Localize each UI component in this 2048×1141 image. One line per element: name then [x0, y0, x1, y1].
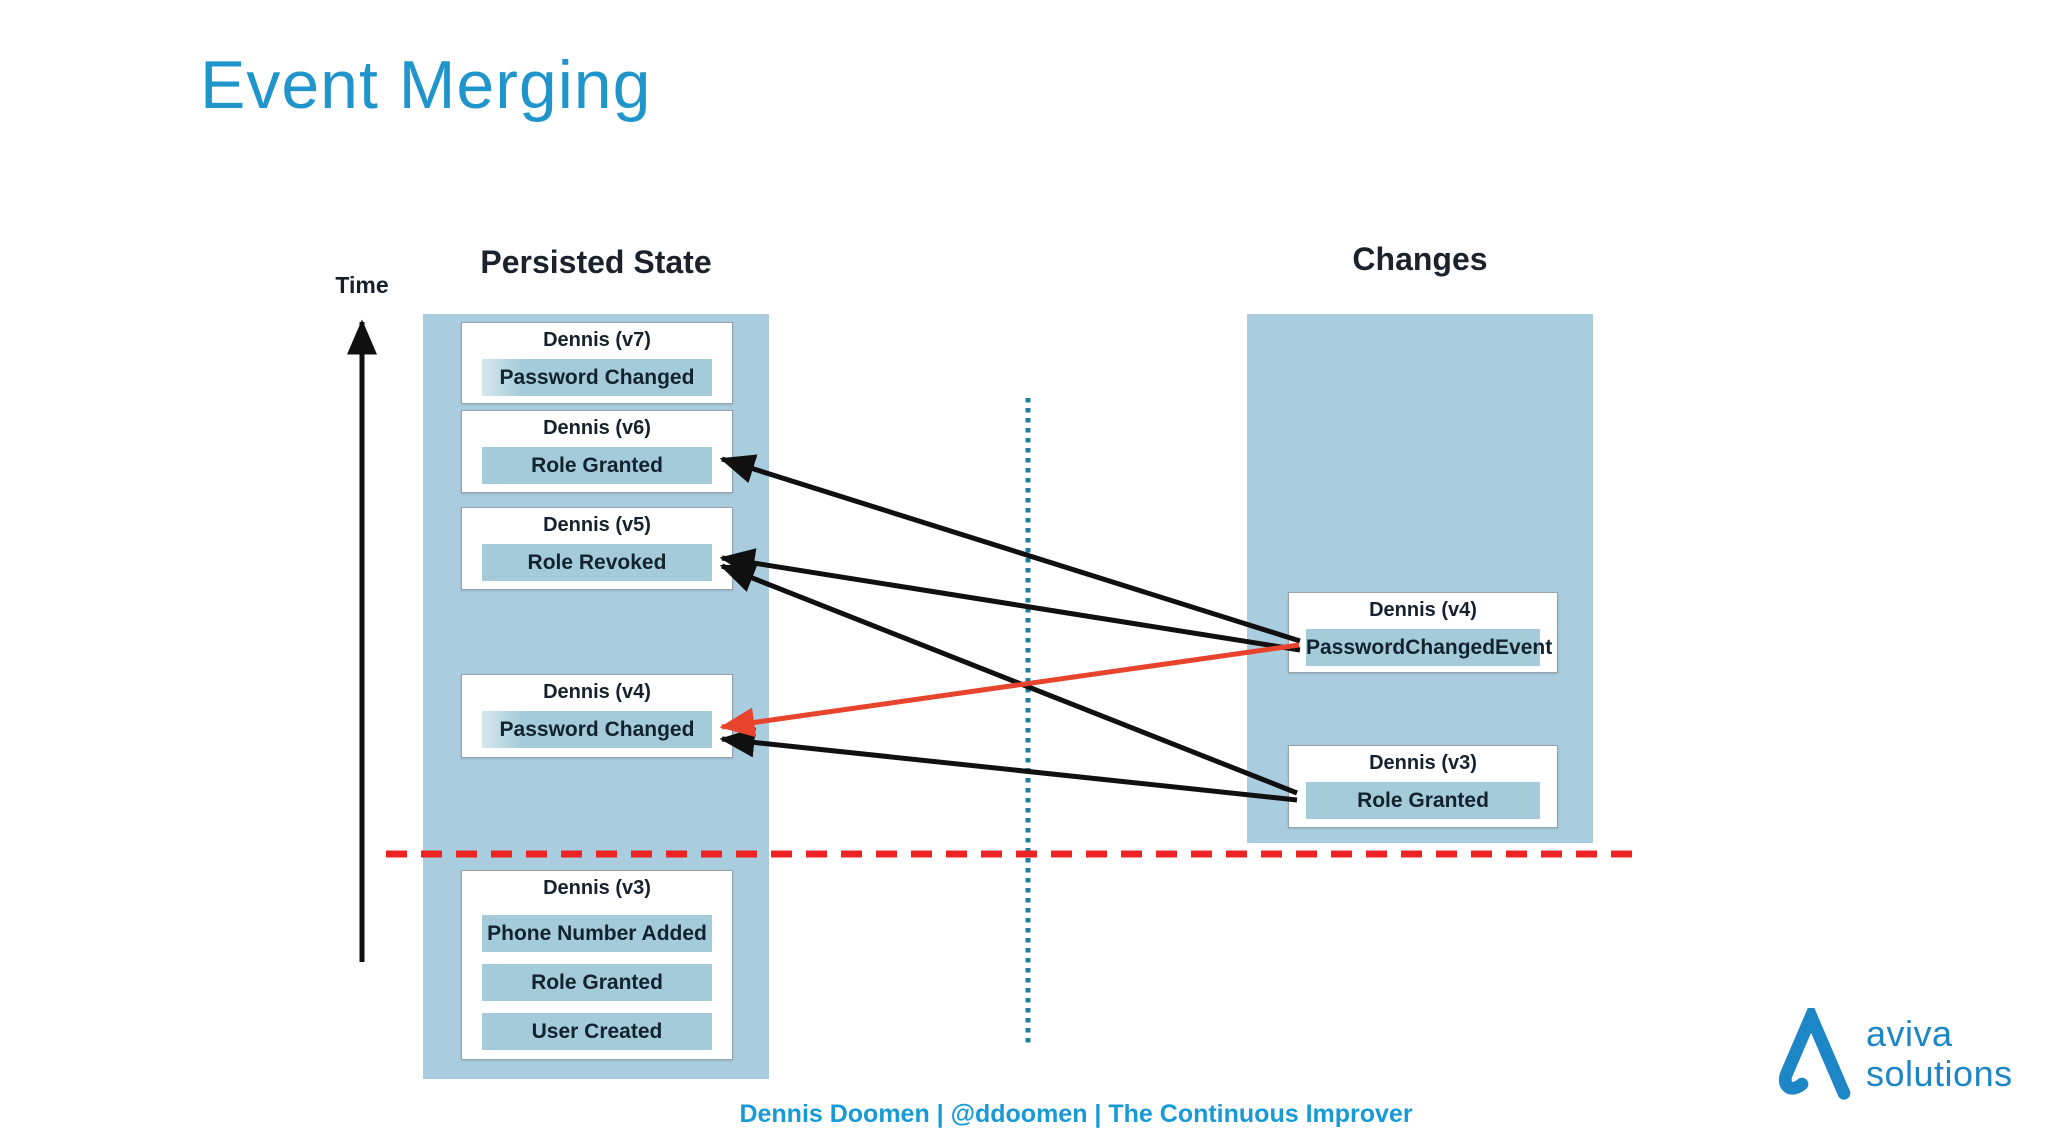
event-role-granted: Role Granted	[482, 964, 712, 1001]
event-password-changed: Password Changed	[482, 359, 712, 396]
persisted-state-column: Dennis (v7) Password Changed Dennis (v6)…	[423, 314, 769, 1079]
event-password-changed: Password Changed	[482, 711, 712, 748]
changes-card-dennis-v4: Dennis (v4) PasswordChangedEvent	[1288, 592, 1558, 673]
persisted-card-dennis-v4: Dennis (v4) Password Changed	[461, 674, 733, 758]
persisted-card-dennis-v7: Dennis (v7) Password Changed	[461, 322, 733, 404]
persisted-card-dennis-v3: Dennis (v3) Phone Number Added Role Gran…	[461, 870, 733, 1060]
persisted-card-dennis-v5: Dennis (v5) Role Revoked	[461, 507, 733, 590]
persisted-state-header: Persisted State	[480, 244, 712, 280]
event-role-granted: Role Granted	[1306, 782, 1540, 819]
changes-column: Dennis (v4) PasswordChangedEvent Dennis …	[1247, 314, 1593, 843]
merge-arrow-changes-dennis-v3-role-granted-to-persisted-dennis-v4-password-changed	[719, 727, 1298, 803]
merge-arrow-changes-dennis-v3-role-granted-to-persisted-dennis-v5-role-revoked	[719, 563, 1298, 796]
aviva-a-mark-icon	[1778, 1008, 1851, 1100]
merge-connection-arrows	[719, 454, 1301, 803]
event-user-created: User Created	[482, 1013, 712, 1050]
card-title: Dennis (v6)	[543, 417, 651, 439]
page-title: Event Merging	[200, 47, 652, 123]
merge-arrow-changes-dennis-v4-passwordchangedevent-to-persisted-dennis-v4-password-changed	[719, 642, 1300, 738]
card-title: Dennis (v4)	[1369, 599, 1477, 621]
card-title: Dennis (v3)	[1369, 752, 1477, 774]
card-title: Dennis (v4)	[543, 681, 651, 703]
changes-header: Changes	[1352, 241, 1488, 277]
persisted-card-dennis-v6: Dennis (v6) Role Granted	[461, 410, 733, 493]
card-title: Dennis (v7)	[543, 329, 651, 351]
logo-wordmark: aviva solutions	[1866, 1014, 2013, 1094]
logo-word-solutions: solutions	[1866, 1053, 2013, 1094]
event-passwordchangedevent: PasswordChangedEvent	[1306, 629, 1552, 666]
credit-line: Dennis Doomen | @ddoomen | The Continuou…	[739, 1100, 1413, 1128]
card-title: Dennis (v3)	[543, 877, 651, 899]
merge-arrow-changes-dennis-v4-passwordchangedevent-to-persisted-dennis-v5-role-revoked	[719, 548, 1301, 653]
event-role-revoked: Role Revoked	[482, 544, 712, 581]
aviva-solutions-logo: aviva solutions	[1770, 1004, 2013, 1104]
merge-arrow-changes-dennis-v4-passwordchangedevent-to-persisted-dennis-v6-role-granted	[719, 454, 1301, 644]
card-title: Dennis (v5)	[543, 514, 651, 536]
event-phone-number-added: Phone Number Added	[482, 915, 712, 952]
event-role-granted: Role Granted	[482, 447, 712, 484]
logo-word-aviva: aviva	[1866, 1013, 1953, 1054]
time-axis-label: Time	[335, 272, 389, 298]
changes-card-dennis-v3: Dennis (v3) Role Granted	[1288, 745, 1558, 828]
